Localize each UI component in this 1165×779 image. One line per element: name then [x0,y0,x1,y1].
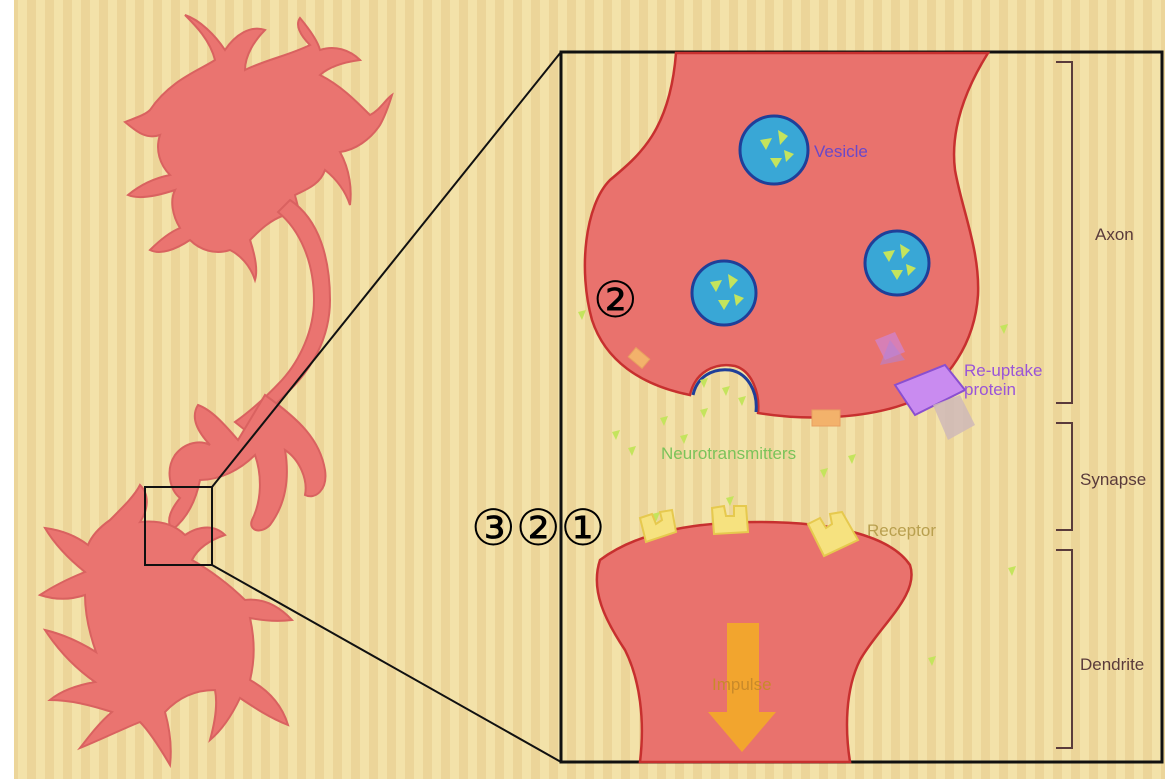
reuptake-label-line2: protein [964,381,1016,400]
region-synapse-label: Synapse [1080,470,1146,490]
neurotransmitters-label: Neurotransmitters [661,445,796,464]
membrane-channel [812,410,840,426]
circled-number-marker: ② [593,275,638,325]
region-brackets [1056,62,1072,748]
receptor-label: Receptor [867,522,936,541]
zoom-line-bottom [212,565,561,762]
region-axon-label: Axon [1095,225,1134,245]
vesicle [740,116,808,184]
left-margin-strip [0,0,14,779]
reuptake-label-line1: Re-uptake [964,362,1042,381]
impulse-label: Impulse [712,676,772,695]
vesicle [692,261,756,325]
circled-number-sequence: ③②① [471,503,605,553]
region-dendrite-label: Dendrite [1080,655,1144,675]
vesicle [865,231,929,295]
vesicle-label: Vesicle [814,143,868,162]
background-neuron-upper [125,15,392,530]
